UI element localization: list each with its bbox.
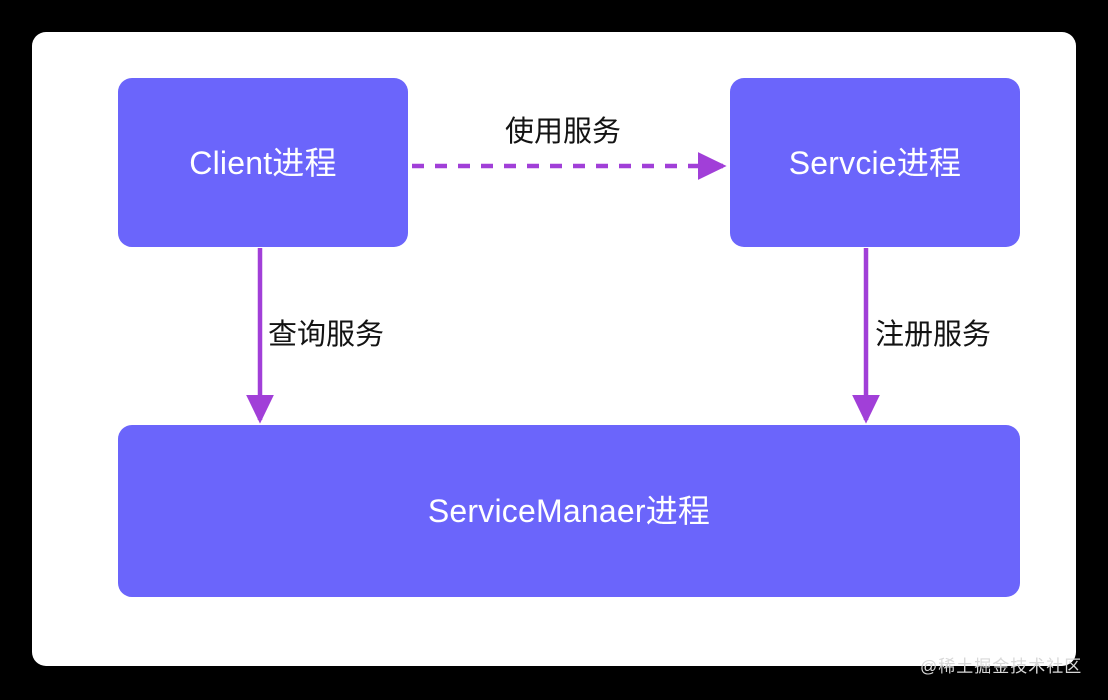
node-service-process[interactable]: Servcie进程 bbox=[730, 78, 1020, 247]
node-client-process-label: Client进程 bbox=[189, 144, 337, 181]
edge-label-query-service: 查询服务 bbox=[268, 319, 385, 351]
node-servicemanager-process[interactable]: ServiceManaer进程 bbox=[118, 425, 1020, 597]
node-client-process[interactable]: Client进程 bbox=[118, 78, 408, 247]
edge-label-register-service: 注册服务 bbox=[875, 319, 992, 351]
watermark: @稀土掘金技术社区 bbox=[920, 657, 1083, 676]
node-service-process-label: Servcie进程 bbox=[788, 144, 962, 181]
edge-label-use-service: 使用服务 bbox=[505, 116, 622, 148]
node-servicemanager-process-label: ServiceManaer进程 bbox=[427, 493, 711, 529]
